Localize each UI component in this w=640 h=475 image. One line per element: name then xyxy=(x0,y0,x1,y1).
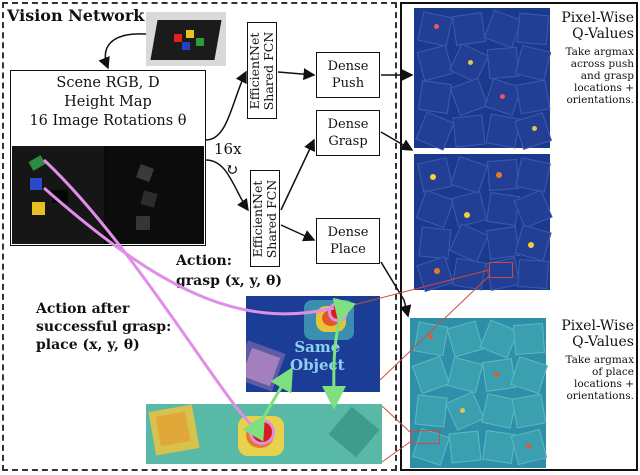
dense-push-box: Dense Push xyxy=(316,52,380,98)
fcn-to-place-arrow xyxy=(280,224,316,242)
rotations-label: 16x xyxy=(214,140,242,158)
scene-input-text: Scene RGB, D Height Map 16 Image Rotatio… xyxy=(12,74,204,131)
grasp-q-heatmap xyxy=(414,154,553,292)
q-values-bottom-title-1: Pixel-Wise xyxy=(561,318,634,334)
place-to-heatmap-arrow xyxy=(380,261,412,318)
grasp-correspondence-curve xyxy=(43,186,335,316)
scene-photo xyxy=(146,12,226,66)
photo-to-scene-arrow xyxy=(98,33,147,70)
q-values-bottom-desc: Take argmax of place locations + orienta… xyxy=(550,354,634,402)
q-top-desc-5: orientations. xyxy=(566,94,634,106)
q-bottom-desc-1: Take argmax xyxy=(565,354,634,366)
height-map-image xyxy=(12,146,204,244)
place-leader-line-2 xyxy=(381,441,411,463)
grasp-highlight-box xyxy=(489,262,513,278)
place-highlight-box xyxy=(410,430,440,444)
q-bottom-desc-4: orientations. xyxy=(566,390,634,402)
fcn-to-grasp-arrow xyxy=(280,138,315,211)
q-values-top-title: Pixel-Wise Q-Values xyxy=(552,10,634,42)
dense-push-line-2: Push xyxy=(331,76,365,91)
push-q-heatmap xyxy=(414,8,552,151)
grasp-leader-line-1 xyxy=(341,269,490,309)
scene-line-2: Height Map xyxy=(64,94,152,110)
q-bottom-desc-3: locations + xyxy=(573,378,634,390)
same-object-arrow-left xyxy=(242,366,294,442)
dense-place-line-1: Dense xyxy=(327,225,369,240)
scene-line-3: 16 Image Rotations θ xyxy=(29,113,187,129)
action-place-line-1: Action after xyxy=(36,301,130,317)
q-bottom-desc-2: of place xyxy=(592,366,634,378)
action-place-line-3: place (x, y, θ) xyxy=(36,337,140,353)
place-correspondence-curve xyxy=(42,158,259,430)
scene-to-fcn-bottom-arrow xyxy=(205,159,249,212)
dense-grasp-box: Dense Grasp xyxy=(316,110,380,156)
dense-grasp-line-1: Dense xyxy=(327,117,369,132)
q-values-bottom-title: Pixel-Wise Q-Values xyxy=(550,318,634,350)
grasp-to-heatmap-arrow xyxy=(380,131,414,151)
grasp-leader-line-2 xyxy=(379,275,490,381)
scene-line-1: Scene RGB, D xyxy=(56,75,160,91)
q-values-top-title-1: Pixel-Wise xyxy=(561,10,634,26)
q-top-desc-1: Take argmax xyxy=(565,46,634,58)
scene-to-fcn-top-arrow xyxy=(205,70,247,141)
q-values-frame xyxy=(400,2,638,471)
same-object-arrow-right xyxy=(321,297,357,410)
q-values-bottom-title-2: Q-Values xyxy=(572,334,634,350)
fcn-to-push-arrow xyxy=(277,68,316,81)
q-top-desc-2: across push xyxy=(570,58,634,70)
q-top-desc-4: locations + xyxy=(573,82,634,94)
action-grasp-value: grasp (x, y, θ) xyxy=(176,273,283,289)
action-grasp-title: Action: xyxy=(176,253,232,269)
action-place-line-2: successful grasp: xyxy=(36,319,172,335)
dense-place-line-2: Place xyxy=(330,242,366,257)
q-values-top-desc: Take argmax across push and grasp locati… xyxy=(552,46,634,106)
q-values-top-title-2: Q-Values xyxy=(572,26,634,42)
dense-grasp-line-2: Grasp xyxy=(328,134,368,149)
dense-place-box: Dense Place xyxy=(316,218,380,264)
place-leader-line-1 xyxy=(381,405,411,433)
q-top-desc-3: and grasp xyxy=(580,70,634,82)
vision-network-frame xyxy=(2,2,397,471)
dense-push-line-1: Dense xyxy=(327,59,369,74)
vision-network-title: Vision Network xyxy=(7,6,145,25)
